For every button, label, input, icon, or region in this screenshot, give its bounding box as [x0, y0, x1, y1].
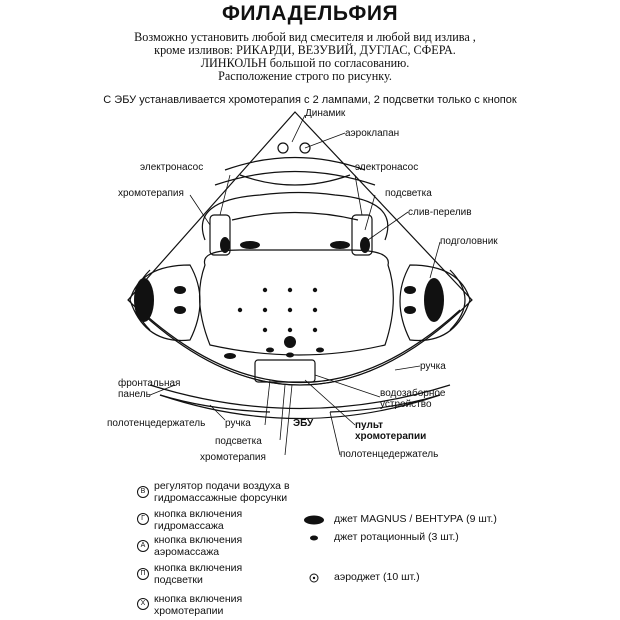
headrest-back	[239, 174, 351, 186]
legend-aero-jet: аэроджет (10 шт.)	[334, 571, 420, 583]
symbol-air-regulator: В	[137, 486, 149, 498]
drain-icon	[284, 336, 296, 348]
seat-contour	[231, 211, 359, 221]
tub-back-rim-2	[214, 170, 376, 186]
rotation-jet	[316, 347, 324, 353]
towel-holder-right	[329, 394, 441, 413]
magnus-jet	[240, 241, 260, 249]
magnus-jet	[174, 306, 186, 314]
aero-jet	[262, 307, 268, 313]
symbol-hydro-button: Г	[137, 513, 149, 525]
label-pump-left: электронасос	[140, 162, 204, 173]
legend-chromo-button: кнопка включения хромотерапии	[154, 593, 243, 617]
label-backlight-right: подсветка	[385, 188, 432, 199]
symbol-chromo-button: Х	[137, 598, 149, 610]
label-ebu: ЭБУ	[293, 418, 314, 429]
magnus-jet	[404, 306, 416, 314]
aero-jet	[262, 327, 268, 333]
right-armrest	[449, 269, 466, 331]
right-headrest	[424, 278, 444, 322]
legend-rotation-jet: джет ротационный (3 шт.)	[334, 531, 459, 543]
label-chromotherapy-left: хромотерапия	[118, 188, 184, 199]
legend-backlight-button: кнопка включения подсветки	[154, 562, 243, 586]
right-seat	[399, 264, 471, 342]
tub-front-rim-2	[159, 394, 441, 420]
aero-jet	[237, 307, 243, 313]
tub-front-rim	[149, 384, 451, 410]
aero-jet	[312, 307, 318, 313]
note-line: Расположение строго по рисунку.	[218, 69, 392, 83]
left-headrest	[134, 278, 154, 322]
tub-front-panel-inner	[139, 309, 461, 384]
label-front-panel: фронтальная панель	[118, 378, 180, 400]
tub-back-rim	[224, 156, 366, 171]
tub-outer-edge	[127, 111, 473, 386]
aero-jet-icon	[309, 573, 319, 583]
speaker-icon	[277, 142, 289, 154]
magnus-jet	[220, 237, 230, 253]
speaker-icon	[299, 142, 311, 154]
aero-jet-icon-dot	[312, 576, 316, 580]
label-water-intake: водозаборное устройство	[380, 388, 445, 410]
note-line: Возможно установить любой вид смесителя …	[134, 30, 476, 44]
tub-inner-wall	[201, 191, 389, 241]
magnus-jet-icon	[304, 515, 324, 525]
control-block	[254, 359, 316, 383]
label-chromotherapy-panel: пульт хромотерапии	[355, 420, 426, 442]
installation-notes: Возможно установить любой вид смесителя …	[95, 31, 515, 83]
magnus-jet	[360, 237, 370, 253]
label-line: фронтальная	[118, 378, 181, 389]
label-handle-left: ручка	[225, 418, 251, 429]
aero-jet	[312, 327, 318, 333]
legend-air-regulator: регулятор подачи воздуха в гидромассажны…	[154, 480, 290, 504]
rotation-jet-icon	[310, 535, 318, 541]
legend-aero-button: кнопка включения аэромассажа	[154, 534, 243, 558]
magnus-jet	[404, 286, 416, 294]
label-line: водозаборное	[380, 388, 446, 399]
label-handle-right: ручка	[420, 361, 446, 372]
magnus-jet	[224, 353, 236, 359]
label-headrest: подголовник	[440, 236, 498, 247]
legend-hydro-button: кнопка включения гидромассажа	[154, 508, 243, 532]
label-line: хромотерапии	[355, 431, 427, 442]
label-speaker: Динамик	[305, 108, 346, 119]
magnus-jet	[174, 286, 186, 294]
label-air-valve: аэроклапан	[345, 128, 400, 139]
aero-jet	[287, 327, 293, 333]
note-line: ЛИНКОЛЬН большой по согласованию.	[200, 56, 410, 70]
symbol-backlight-button: П	[137, 568, 149, 580]
rotation-jet	[286, 352, 294, 358]
towel-holder-left	[159, 394, 271, 413]
main-basin	[198, 249, 394, 356]
aero-jet	[262, 287, 268, 293]
rotation-jet	[266, 347, 274, 353]
label-towel-holder-left: полотенцедержатель	[107, 418, 206, 429]
label-pump-right: электронасос	[355, 162, 419, 173]
symbol-aero-button: А	[137, 540, 149, 552]
label-chromotherapy-bottom: хромотерапия	[200, 452, 266, 463]
aero-jet	[312, 287, 318, 293]
legend-magnus-jet: джет MAGNUS / ВЕНТУРА (9 шт.)	[334, 513, 497, 525]
label-backlight-bottom: подсветка	[215, 436, 262, 447]
page-title: ФИЛАДЕЛЬФИЯ	[221, 2, 399, 25]
label-drain-overflow: слив-перелив	[408, 207, 472, 218]
ebu-note: С ЭБУ устанавливается хромотерапия с 2 л…	[103, 94, 517, 106]
label-towel-holder-right: полотенцедержатель	[340, 449, 439, 460]
magnus-jet	[330, 241, 350, 249]
label-line: пульт	[355, 420, 383, 431]
aero-jet	[287, 287, 293, 293]
note-line: кроме изливов: РИКАРДИ, ВЕЗУВИЙ, ДУГЛАС,…	[154, 43, 456, 57]
label-line: устройство	[380, 399, 432, 410]
label-line: панель	[118, 389, 151, 400]
left-seat	[129, 264, 201, 342]
aero-jet	[287, 307, 293, 313]
